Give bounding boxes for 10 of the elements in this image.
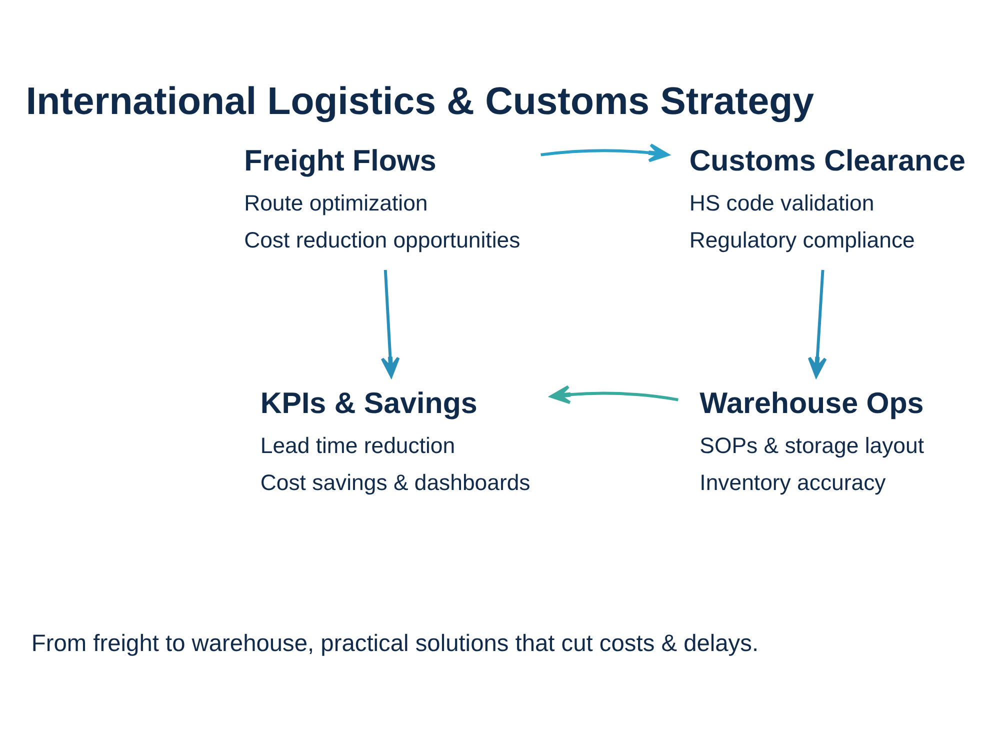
node-text: Customs Clearance HS code validation Regulatory compliance (689, 144, 966, 252)
arrow (540, 142, 670, 162)
caption: From freight to warehouse, practical solutions that cut costs & delays. (31, 630, 759, 657)
diagram-title: International Logistics & Customs Strategy (26, 80, 814, 123)
arrow (808, 269, 827, 377)
arrow (380, 269, 400, 377)
node-text: Warehouse Ops SOPs & storage layout Inventory accuracy (700, 386, 924, 495)
node-text: Freight Flows Route optimization Cost reduction opportunities (244, 144, 520, 252)
node-text: KPIs & Savings Lead time reduction Cost savings & dashboards (260, 386, 530, 495)
arrow (550, 384, 678, 404)
